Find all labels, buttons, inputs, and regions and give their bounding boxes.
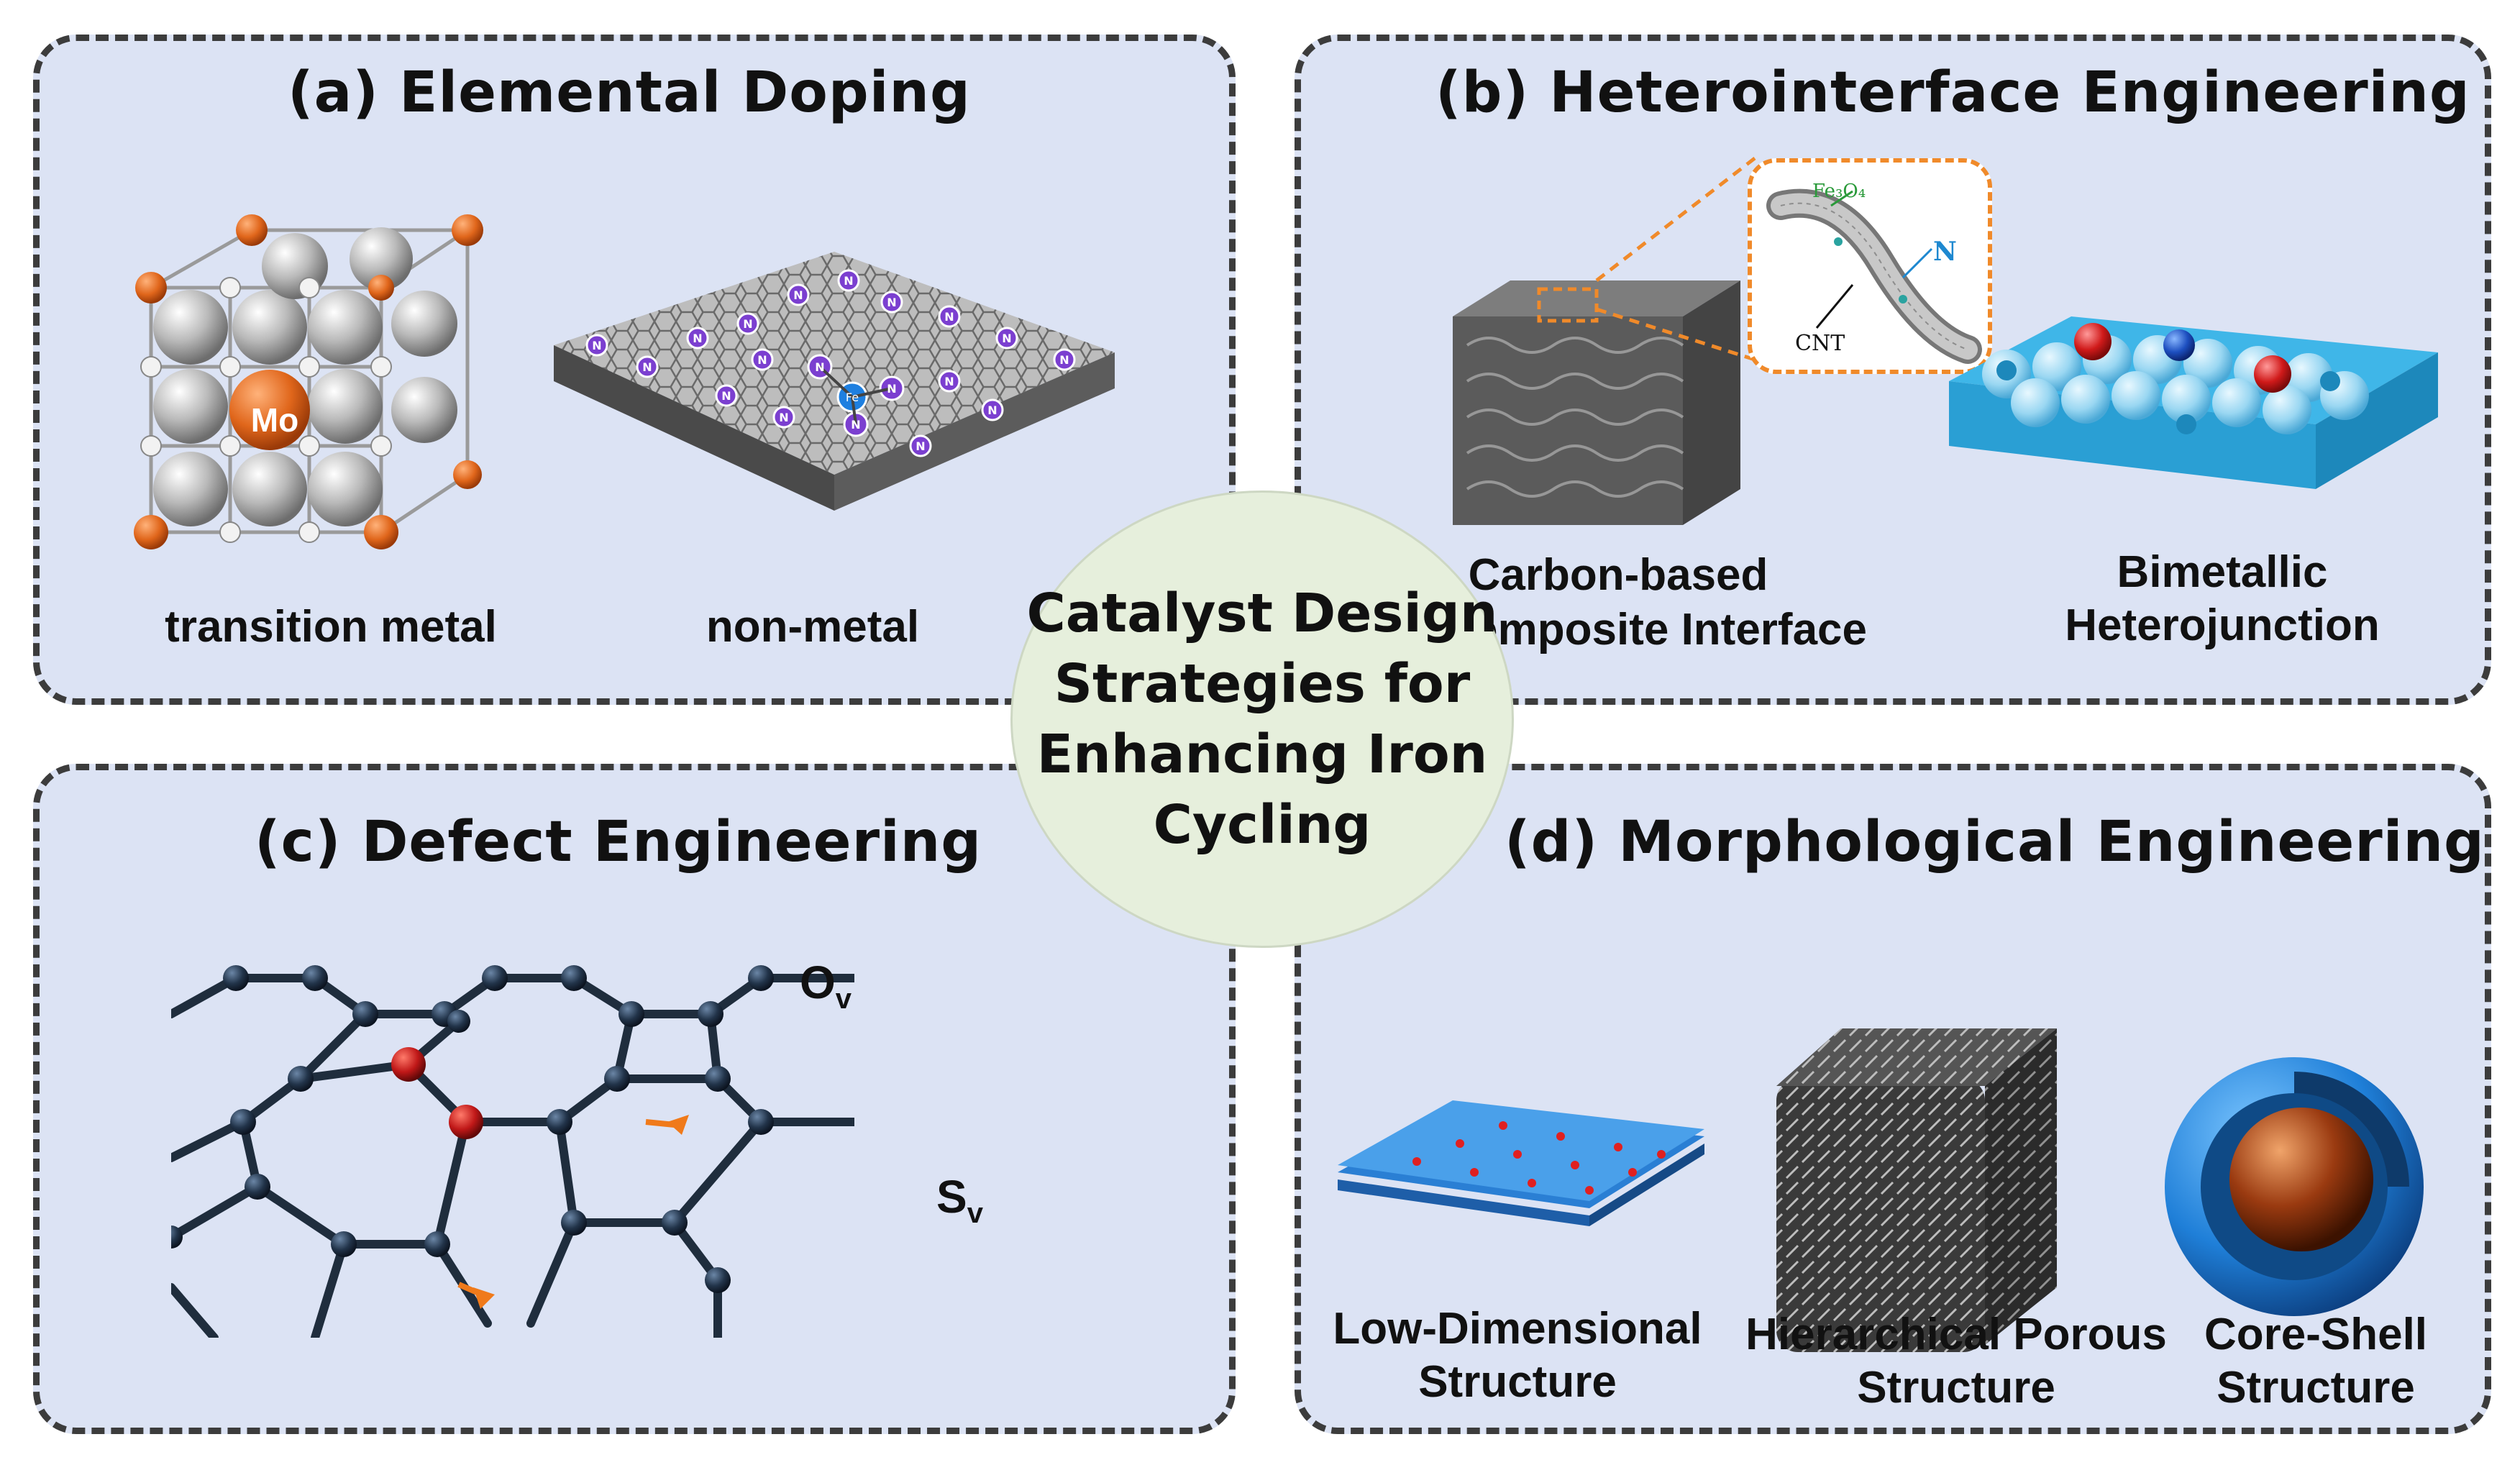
panel-defect-engineering xyxy=(33,764,1236,1434)
non-metal-label: non-metal xyxy=(706,602,920,652)
carbon-nanotube-illustration xyxy=(1766,188,1982,364)
bimetallic-label-line1: Bimetallic xyxy=(2117,547,2328,597)
central-theme-text: Catalyst Design Strategies for Enhancing… xyxy=(1025,578,1499,860)
hierarchical-porous-label-line1: Hierarchical Porous xyxy=(1745,1310,2167,1359)
fe3o4-inset-label: Fe₃O₄ xyxy=(1812,181,1866,202)
carbon-based-label-line2: Composite Interface xyxy=(1438,605,1868,654)
nitrogen-atom-label: N xyxy=(757,353,767,367)
oxygen-vacancy-label: Ov xyxy=(800,957,852,1015)
sulfur-vacancy-label: Sv xyxy=(936,1171,983,1229)
central-theme-circle: Catalyst Design Strategies for Enhancing… xyxy=(1010,490,1514,948)
cnt-inset-box xyxy=(1748,158,1992,374)
central-theme-line: Catalyst Design xyxy=(1026,583,1498,644)
low-dimensional-sheets-illustration xyxy=(1338,1100,1704,1226)
nitrogen-atom-label: N xyxy=(851,418,860,432)
hierarchical-porous-label-line2: Structure xyxy=(1857,1363,2055,1412)
transition-metal-cube-illustration xyxy=(134,214,483,549)
panel-c-title: (c) Defect Engineering xyxy=(255,810,982,875)
mo-atom-label: Mo xyxy=(250,401,299,439)
inset-zoom-connector-lines xyxy=(1595,157,1756,362)
carbon-based-label-line1: Carbon-based xyxy=(1468,550,1768,600)
bimetallic-label-line2: Heterojunction xyxy=(2065,601,2380,650)
nitrogen-atom-label: N xyxy=(844,274,853,288)
panel-b-title: (b) Heterointerface Engineering xyxy=(1435,60,2470,125)
nitrogen-atom-label: N xyxy=(887,296,896,309)
nitrogen-atom-label: N xyxy=(944,310,954,324)
transition-metal-label: transition metal xyxy=(165,602,497,652)
nitrogen-atom-label: N xyxy=(592,339,601,352)
panel-a-title: (a) Elemental Doping xyxy=(288,60,971,125)
iron-atom-label: Fe xyxy=(846,391,859,404)
nitrogen-atom-label: N xyxy=(779,411,788,424)
nitrogen-doped-graphene-sheet-illustration: N N N N N N N N N N N N N N N N N N N Fe xyxy=(554,252,1115,511)
defective-graphene-lattice-illustration xyxy=(171,965,854,1338)
nitrogen-atom-label: N xyxy=(793,288,803,302)
central-theme-line: Strategies for xyxy=(1054,653,1471,715)
nitrogen-inset-label: N xyxy=(1933,237,1957,267)
central-theme-line: Cycling xyxy=(1153,794,1371,856)
hierarchical-porous-cube-illustration xyxy=(1776,1028,2057,1352)
panel-d-title: (d) Morphological Engineering xyxy=(1505,810,2485,875)
central-theme-line: Enhancing Iron xyxy=(1036,724,1488,785)
nitrogen-atom-label: N xyxy=(987,403,997,417)
core-shell-sphere-illustration xyxy=(2165,1057,2424,1316)
core-shell-label-line2: Structure xyxy=(2217,1363,2415,1412)
nitrogen-atom-label: N xyxy=(815,360,824,374)
nitrogen-atom-label: N xyxy=(887,382,896,396)
nitrogen-atom-label: N xyxy=(916,439,925,453)
low-dimensional-label-line1: Low-Dimensional xyxy=(1333,1304,1702,1354)
cnt-inset-label: CNT xyxy=(1795,331,1845,356)
core-shell-label-line1: Core-Shell xyxy=(2204,1310,2428,1359)
nitrogen-atom-label: N xyxy=(693,332,702,345)
low-dimensional-label-line2: Structure xyxy=(1418,1357,1617,1407)
nitrogen-atom-label: N xyxy=(642,360,652,374)
nitrogen-atom-label: N xyxy=(743,317,752,331)
nitrogen-atom-label: N xyxy=(721,389,731,403)
bimetallic-heterojunction-illustration xyxy=(1949,316,2438,489)
nitrogen-atom-label: N xyxy=(1002,332,1011,345)
nitrogen-atom-label: N xyxy=(944,375,954,388)
nitrogen-atom-label: N xyxy=(1059,353,1069,367)
